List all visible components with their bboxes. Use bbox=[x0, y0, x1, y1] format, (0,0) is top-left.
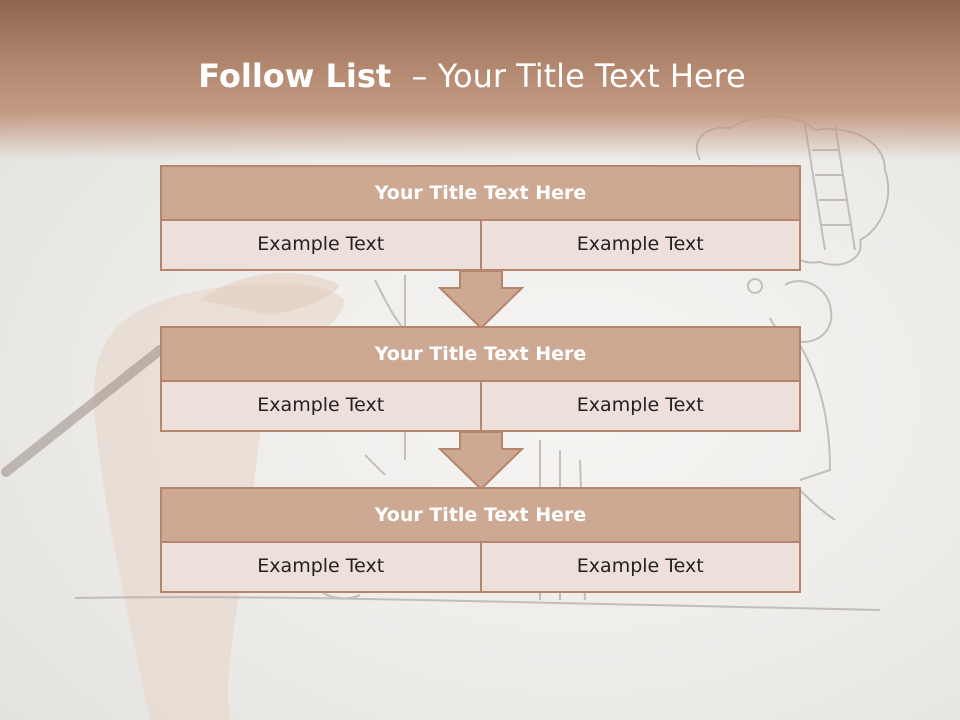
block-cell-left: Example Text bbox=[162, 382, 480, 430]
slide-title: Follow List – Your Title Text Here bbox=[0, 52, 944, 100]
block-row: Example Text Example Text bbox=[160, 382, 801, 432]
block-title: Your Title Text Here bbox=[160, 326, 801, 382]
process-block-2: Your Title Text Here Example Text Exampl… bbox=[160, 326, 801, 432]
down-arrow-icon bbox=[438, 270, 524, 330]
process-block-3: Your Title Text Here Example Text Exampl… bbox=[160, 487, 801, 593]
block-cell-left: Example Text bbox=[162, 543, 480, 591]
block-cell-left: Example Text bbox=[162, 221, 480, 269]
block-row: Example Text Example Text bbox=[160, 221, 801, 271]
slide-title-rest: – Your Title Text Here bbox=[391, 57, 746, 95]
block-cell-right: Example Text bbox=[479, 543, 799, 591]
block-cell-right: Example Text bbox=[479, 382, 799, 430]
block-title: Your Title Text Here bbox=[160, 165, 801, 221]
block-row: Example Text Example Text bbox=[160, 543, 801, 593]
block-title: Your Title Text Here bbox=[160, 487, 801, 543]
block-cell-right: Example Text bbox=[479, 221, 799, 269]
process-block-1: Your Title Text Here Example Text Exampl… bbox=[160, 165, 801, 271]
slide-title-bold: Follow List bbox=[198, 57, 392, 95]
title-bar bbox=[0, 0, 960, 160]
down-arrow-icon bbox=[438, 431, 524, 491]
